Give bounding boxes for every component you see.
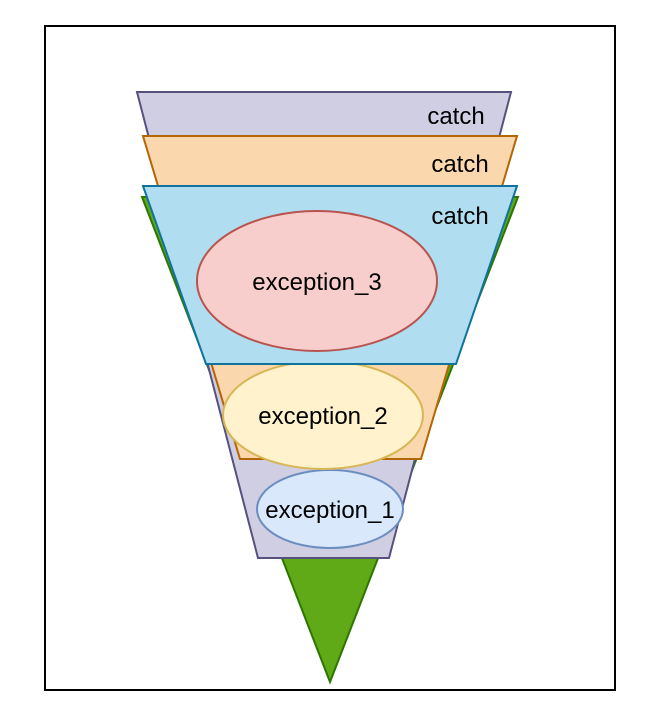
exception-1-label: exception_1: [265, 497, 394, 524]
exception-2-label: exception_2: [258, 403, 387, 430]
catch-layer-2-label: catch: [431, 151, 488, 178]
catch-layer-1-label: catch: [427, 103, 484, 130]
catch-layer-3-label: catch: [431, 203, 488, 230]
exception-1-node: [256, 469, 404, 549]
exception-3-node: [196, 210, 438, 352]
exception-3-label: exception_3: [252, 269, 381, 296]
